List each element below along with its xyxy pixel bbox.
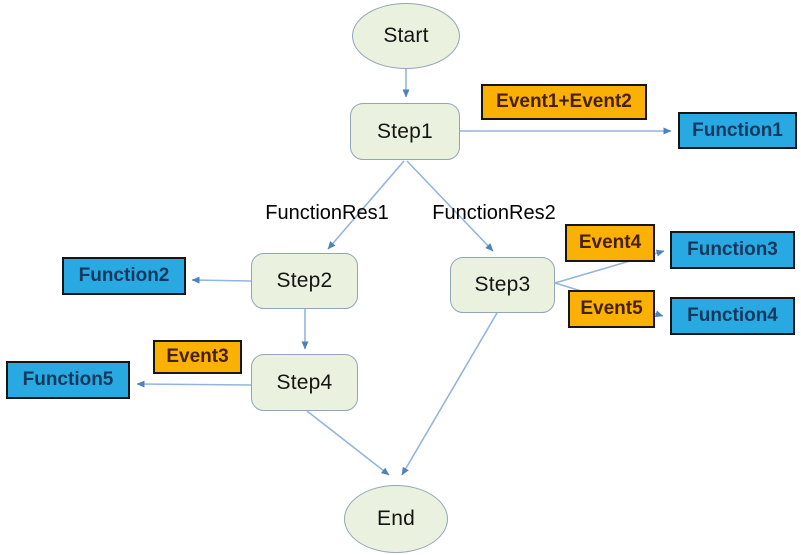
function-label: Function4 [687,305,778,326]
edge-label-functionres2: FunctionRes2 [432,202,556,224]
node-start-label: Start [383,24,429,47]
edge-step2-function2 [191,276,252,284]
edge-step4-function5 [136,380,252,388]
node-step2-label: Step2 [276,269,333,292]
function-box-function3: Function3 [670,231,795,269]
event-label: Event1+Event2 [496,91,632,112]
function-box-function2: Function2 [62,257,186,295]
edge-step1-step3 [406,160,494,252]
function-box-function5: Function5 [6,361,130,399]
node-step3-label: Step3 [474,273,531,296]
event-box-event4: Event4 [565,224,655,262]
event-label: Event4 [578,232,642,253]
edge-step1-step2 [327,160,405,250]
function-box-function4: Function4 [670,297,795,335]
function-label: Function2 [78,265,170,286]
node-step2: Step2 [251,253,358,309]
function-label: Function3 [687,239,778,260]
edge-label-functionres1: FunctionRes1 [265,202,389,224]
node-end-label: End [377,507,415,530]
event-box-event3: Event3 [153,340,242,374]
function-box-function1: Function1 [678,112,797,149]
node-step3: Step3 [450,257,555,313]
event-label: Event3 [166,346,229,367]
node-step4: Step4 [251,354,358,411]
node-step1-label: Step1 [377,119,433,143]
event-label: Event5 [580,298,643,319]
edge-step3-end [401,312,498,476]
node-step4-label: Step4 [276,370,333,394]
function-label: Function1 [692,119,783,141]
event-box-event1-event2: Event1+Event2 [481,84,647,120]
node-start: Start [352,3,460,69]
function-label: Function5 [22,369,114,390]
edge-step4-end [306,410,390,476]
event-box-event5: Event5 [568,290,655,328]
node-end: End [344,485,448,553]
node-step1: Step1 [350,103,460,160]
